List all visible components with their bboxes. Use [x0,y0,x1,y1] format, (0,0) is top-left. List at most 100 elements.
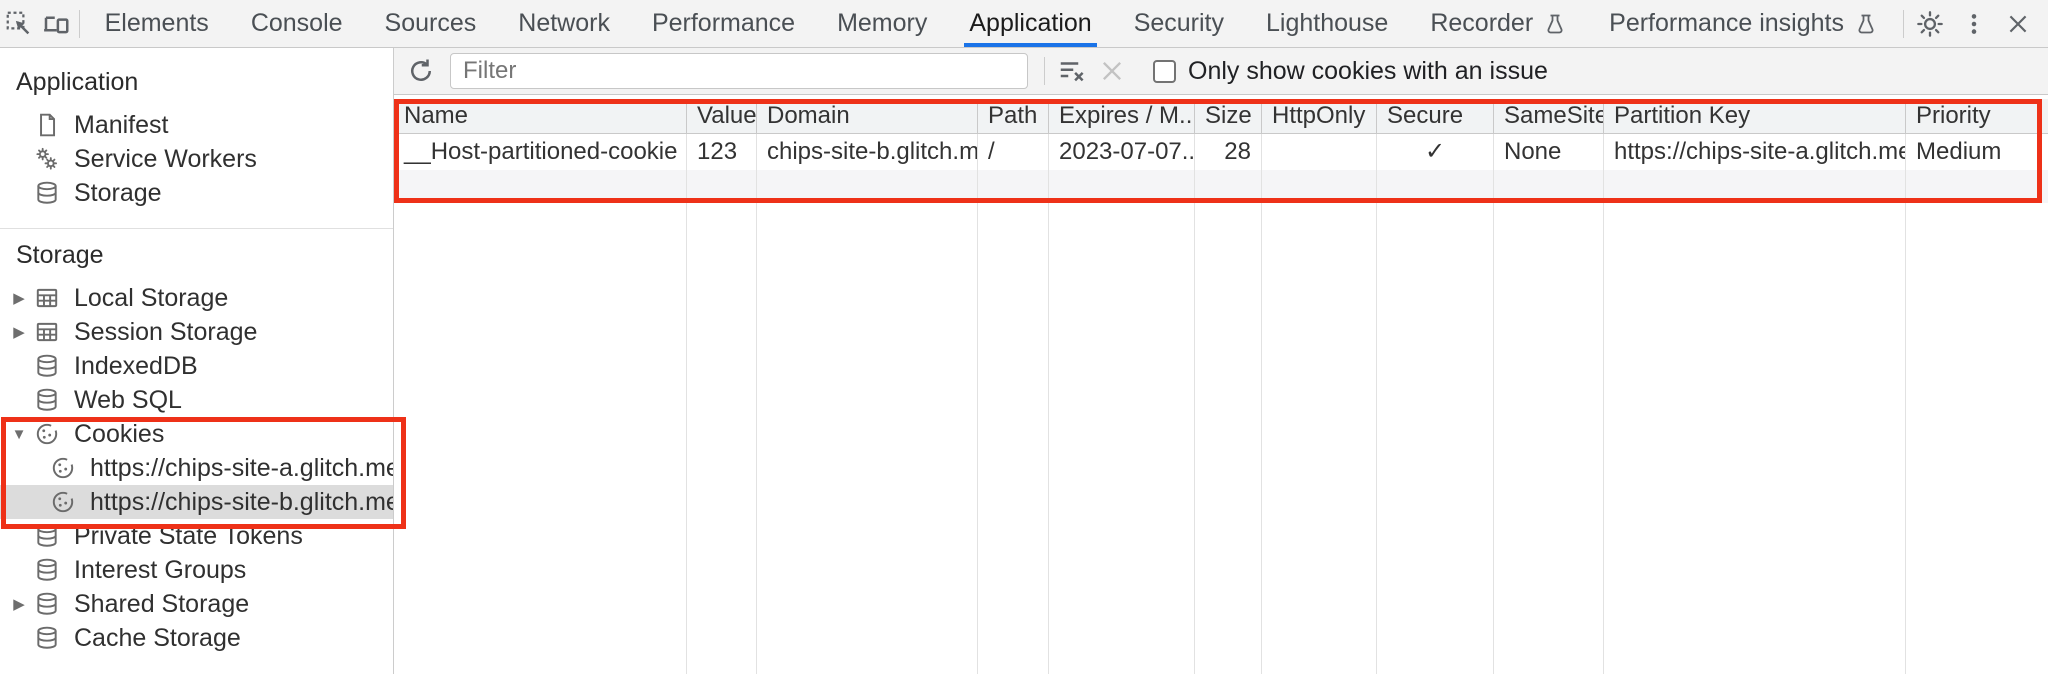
column-header-expires[interactable]: Expires / M... [1049,99,1195,134]
inspect-cursor-icon [4,9,34,39]
device-toolbar-icon [41,9,71,39]
tab-label: Network [518,9,610,37]
sidebar-item-web-sql[interactable]: Web SQL [0,383,393,417]
cookie-table-row[interactable]: __Host-partitioned-cookie 123 chips-site… [394,134,2048,170]
database-icon [32,589,62,619]
delete-all-cookies-button[interactable] [1093,51,1131,91]
database-icon [32,623,62,653]
chevron-right-icon[interactable]: ▶ [13,290,25,307]
cookie-value-cell[interactable]: 123 [687,134,757,170]
column-header-partition-key[interactable]: Partition Key [1604,99,1906,134]
column-header-path[interactable]: Path [978,99,1049,134]
column-header-priority[interactable]: Priority [1906,99,2048,134]
sidebar-item-manifest[interactable]: Manifest [0,108,393,142]
column-header-domain[interactable]: Domain [757,99,978,134]
tab-performance-insights[interactable]: Performance insights [1588,0,1899,47]
sidebar-item-cookies[interactable]: ▼ Cookies [0,417,393,451]
panel-tabs: Elements Console Sources Network Perform… [84,0,1899,47]
cookie-size-cell[interactable]: 28 [1195,134,1262,170]
sidebar-item-label: Local Storage [74,283,229,312]
gears-icon [32,144,62,174]
empty-cell [1906,203,2048,674]
application-sidebar: Application Manifest [0,48,394,674]
tab-memory[interactable]: Memory [816,0,948,47]
sidebar-item-shared-storage[interactable]: ▶ Shared Storage [0,587,393,621]
column-header-size[interactable]: Size [1195,99,1262,134]
cookie-priority-cell[interactable]: Medium [1916,138,2002,165]
sidebar-item-service-workers[interactable]: Service Workers [0,142,393,176]
empty-cell [1494,203,1604,674]
empty-cell [978,170,1049,203]
tab-application[interactable]: Application [948,0,1112,47]
clear-x-icon [1098,57,1126,85]
tab-lighthouse[interactable]: Lighthouse [1245,0,1409,47]
cookie-domain-cell[interactable]: chips-site-b.glitch.me [757,134,978,170]
column-header-value[interactable]: Value [687,99,757,134]
settings-button[interactable] [1908,1,1952,47]
sidebar-item-storage[interactable]: Storage [0,176,393,210]
experiment-flask-icon [1543,12,1567,36]
cookie-partition-key-cell[interactable]: https://chips-site-a.glitch.me [1604,134,1906,170]
cookie-secure-cell[interactable]: ✓ [1377,134,1494,170]
only-show-issue-toggle[interactable]: Only show cookies with an issue [1153,57,1548,86]
sidebar-item-label: Shared Storage [74,589,250,618]
tab-label: Sources [384,9,477,37]
column-header-httponly[interactable]: HttpOnly [1262,99,1377,134]
sidebar-item-cookies-chips-site-b[interactable]: https://chips-site-b.glitch.me [0,485,393,519]
clear-filter-icon [1057,56,1087,86]
cookie-expires-cell[interactable]: 2023-07-07... [1049,134,1195,170]
tab-elements[interactable]: Elements [84,0,230,47]
only-show-issue-checkbox[interactable] [1153,59,1176,83]
empty-cell [978,203,1049,674]
more-options-button[interactable] [1952,1,1996,47]
tab-label: Performance insights [1609,9,1844,37]
tab-sources[interactable]: Sources [364,0,498,47]
column-header-secure[interactable]: Secure [1377,99,1494,134]
sidebar-item-cache-storage[interactable]: Cache Storage [0,621,393,655]
tab-recorder[interactable]: Recorder [1409,0,1588,47]
empty-cell [1049,170,1195,203]
tab-console[interactable]: Console [230,0,364,47]
sidebar-item-session-storage[interactable]: ▶ Session Storage [0,315,393,349]
sidebar-item-cookies-chips-site-a[interactable]: https://chips-site-a.glitch.me [0,451,393,485]
sidebar-item-label: IndexedDB [74,351,198,380]
clear-filter-button[interactable] [1053,51,1091,91]
chevron-down-icon[interactable]: ▼ [11,425,27,443]
tab-performance[interactable]: Performance [631,0,816,47]
sidebar-item-private-state-tokens[interactable]: Private State Tokens [0,519,393,553]
tab-security[interactable]: Security [1113,0,1245,47]
sidebar-item-interest-groups[interactable]: Interest Groups [0,553,393,587]
empty-cell [1906,170,2048,203]
tab-label: Memory [837,9,928,37]
tab-label: Elements [104,9,209,37]
empty-cell [1262,170,1377,203]
cookies-table-header: Name Value Domain Path Expires / M... Si… [394,99,2048,134]
sidebar-item-local-storage[interactable]: ▶ Local Storage [0,281,393,315]
storage-section-header: Storage [16,240,104,269]
empty-cell [1604,203,1906,674]
empty-cell [394,170,687,203]
empty-cell [1377,170,1494,203]
sidebar-item-label: Private State Tokens [74,521,303,550]
cookie-samesite-cell[interactable]: None [1494,134,1604,170]
cookie-path-cell[interactable]: / [978,134,1049,170]
sidebar-item-label: https://chips-site-b.glitch.me [90,487,394,516]
column-header-name[interactable]: Name [394,99,687,134]
chevron-right-icon[interactable]: ▶ [13,324,25,341]
cookie-filter-input[interactable] [450,53,1028,89]
inspect-element-button[interactable] [0,1,37,47]
refresh-icon [406,56,436,86]
cookie-httponly-cell[interactable] [1262,134,1377,170]
column-header-samesite[interactable]: SameSite [1494,99,1604,134]
device-toolbar-button[interactable] [37,1,74,47]
close-devtools-button[interactable] [1996,1,2040,47]
chevron-right-icon[interactable]: ▶ [13,596,25,613]
tab-label: Recorder [1430,9,1534,37]
application-section-header: Application [16,67,139,96]
refresh-button[interactable] [402,51,440,91]
cookie-name-cell[interactable]: __Host-partitioned-cookie [394,134,687,170]
sidebar-item-indexeddb[interactable]: IndexedDB [0,349,393,383]
tab-network[interactable]: Network [497,0,631,47]
tab-label: Performance [651,9,796,37]
empty-cell [687,203,757,674]
